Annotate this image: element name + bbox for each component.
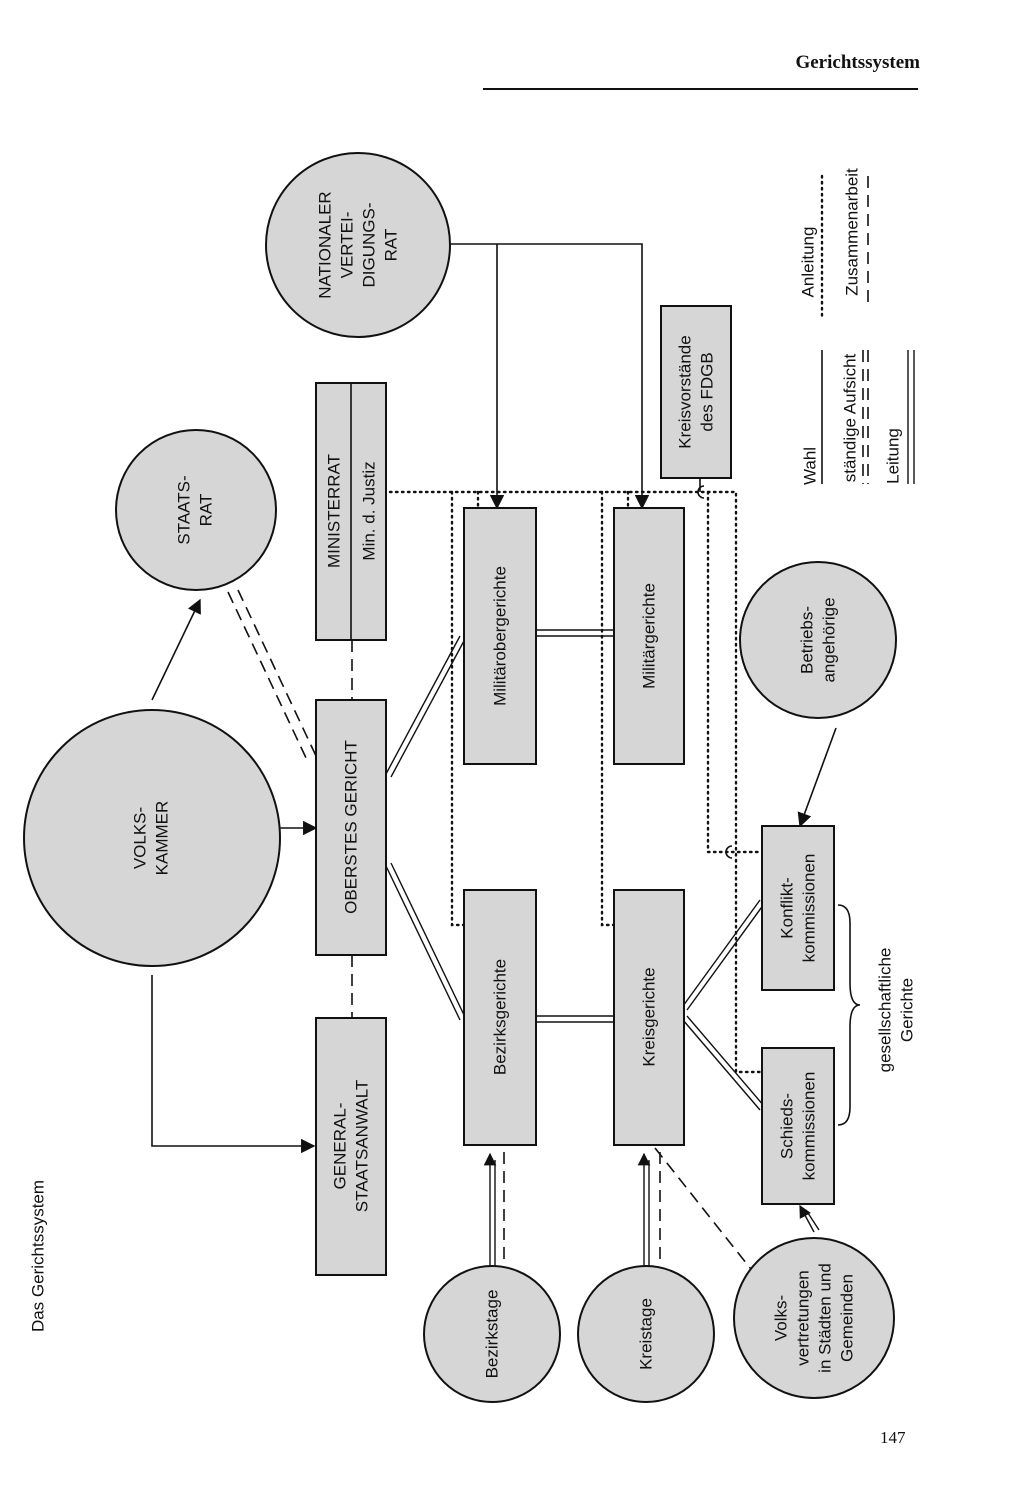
- volkskammer-label-2: KAMMER: [153, 801, 172, 876]
- legend-wahl: Wahl: [801, 350, 823, 485]
- konflikt-label-2: kommissionen: [800, 854, 819, 963]
- connector-og-militaerobergerichte-a: [385, 635, 461, 775]
- connector-kg-konflikt-b: [686, 903, 765, 1011]
- min-justiz-label: Min. d. Justiz: [360, 461, 379, 560]
- node-militaergerichte: Militärgerichte: [613, 507, 685, 765]
- connector-staatsrat-oberstes-gericht-b: [237, 589, 318, 759]
- konflikt-label-1: Konflikt-: [778, 877, 797, 938]
- connector-og-bezirksgerichte-a: [385, 865, 461, 1021]
- page-number: 147: [880, 1428, 906, 1447]
- connectors: [151, 243, 861, 1279]
- legend-zusammenarbeit-label: Zusammenarbeit: [843, 168, 862, 296]
- header-rule: [483, 88, 918, 90]
- node-volksvertretungen: Volks- vertretungen in Städten und Gemei…: [733, 1237, 895, 1399]
- connector-staatsrat-oberstes-gericht-a: [227, 591, 308, 761]
- nvr-label-2: VERTEI-: [338, 212, 357, 279]
- connector-betriebsangehoerige-konfliktkommissionen: [797, 727, 837, 828]
- group-label-1: gesellschaftliche: [876, 948, 895, 1073]
- bezirksgerichte-label: Bezirksgerichte: [491, 959, 510, 1075]
- connector-nvr-militaergerichte: [436, 243, 650, 510]
- nvr-label-4: RAT: [382, 229, 401, 262]
- ministerrat-label: MINISTERRAT: [325, 454, 344, 568]
- nvr-label-3: DIGUNGS-: [360, 203, 379, 288]
- connector-volkskammer-generalstaatsanwalt: [151, 975, 316, 1154]
- node-bezirksgerichte: Bezirksgerichte: [463, 889, 537, 1146]
- node-militaerobergerichte: Militärobergerichte: [463, 507, 537, 765]
- node-kreistage: Kreistage: [577, 1265, 715, 1403]
- staatsrat-label-1: STAATS-: [175, 475, 194, 544]
- connector-anleitung-bezirksgerichte: [450, 490, 466, 927]
- legend-staendige-aufsicht: ständige Aufsicht: [841, 350, 869, 484]
- node-bezirkstage: Bezirkstage: [423, 1265, 561, 1403]
- connector-volkskammer-staatsrat: [151, 598, 201, 701]
- militaergerichte-label: Militärgerichte: [640, 583, 659, 689]
- diagram-title: Das Gerichtssystem: [29, 1180, 48, 1332]
- connector-og-militaerobergerichte-b: [390, 638, 466, 778]
- connector-kg-schieds-b: [686, 1015, 765, 1107]
- legend-aufsicht-label: ständige Aufsicht: [841, 353, 860, 482]
- kreistage-label: Kreistage: [637, 1298, 656, 1370]
- legend-leitung: Leitung: [884, 350, 915, 484]
- connector-anleitung-kreisgerichte: [600, 490, 616, 927]
- militaerobergerichte-label: Militärobergerichte: [491, 566, 510, 706]
- node-konfliktkommissionen: Konflikt- kommissionen: [761, 825, 835, 991]
- node-oberstes-gericht: OBERSTES GERICHT: [315, 699, 387, 956]
- legend-anleitung: Anleitung: [799, 174, 824, 320]
- node-kreisgerichte: Kreisgerichte: [613, 889, 685, 1146]
- node-betriebsangehoerige: Betriebs- angehörige: [739, 561, 897, 719]
- connector-kg-konflikt-a: [682, 899, 761, 1007]
- legend-anleitung-label: Anleitung: [799, 227, 818, 298]
- brace-gesellschaftliche-gerichte: [837, 904, 861, 1126]
- connector-og-bezirksgerichte-b: [390, 862, 466, 1018]
- volksvertretungen-label-2: vertretungen: [794, 1270, 813, 1365]
- kreisgerichte-label: Kreisgerichte: [640, 967, 659, 1066]
- connector-volksvertretungen-kreisgerichte-dash: [654, 1147, 759, 1279]
- volkskammer-label-1: VOLKS-: [131, 807, 150, 869]
- bezirkstage-label: Bezirkstage: [483, 1290, 502, 1379]
- node-ministerrat: MINISTERRAT Min. d. Justiz: [315, 382, 387, 641]
- fdgb-label-1: Kreisvorstände: [676, 335, 695, 448]
- volksvertretungen-label-4: Gemeinden: [838, 1274, 857, 1362]
- page-header-title: Gerichtssystem: [795, 52, 920, 73]
- connector-ministerrat-anleitung-main: [382, 490, 764, 1074]
- group-label-gesellschaftliche-gerichte: gesellschaftliche Gerichte: [876, 948, 917, 1073]
- node-schiedskommissionen: Schieds- kommissionen: [761, 1047, 835, 1205]
- bridge-mark-middle: [725, 845, 733, 859]
- legend-zusammenarbeit: Zusammenarbeit: [843, 168, 869, 304]
- schieds-label-1: Schieds-: [778, 1093, 797, 1159]
- legend: Wahl ständige Aufsicht Leitung Anleitung: [799, 168, 915, 485]
- legend-wahl-label: Wahl: [801, 447, 820, 485]
- node-nationaler-verteidigungsrat: NATIONALER VERTEI- DIGUNGS- RAT: [265, 152, 451, 338]
- nvr-label-1: NATIONALER: [316, 191, 335, 298]
- connector-volksvertretungen-schieds-b: [805, 1209, 820, 1231]
- bridge-mark-top: [697, 485, 705, 499]
- fdgb-label-2: des FDGB: [698, 352, 717, 431]
- gsa-label-2: STAATSANWALT: [353, 1080, 372, 1213]
- legend-leitung-label: Leitung: [884, 428, 903, 484]
- gsa-label-1: GENERAL-: [331, 1103, 350, 1190]
- volksvertretungen-label-3: in Städten und: [816, 1263, 835, 1373]
- staatsrat-label-2: RAT: [197, 494, 216, 527]
- node-volkskammer: VOLKS- KAMMER: [23, 709, 281, 967]
- node-generalstaatsanwalt: GENERAL- STAATSANWALT: [315, 1017, 387, 1276]
- schieds-label-2: kommissionen: [800, 1072, 819, 1181]
- connector-volksvertretungen-schieds: [799, 1204, 815, 1233]
- betriebsangehoerige-label-1: Betriebs-: [798, 606, 817, 674]
- group-label-2: Gerichte: [898, 978, 917, 1042]
- volksvertretungen-label-1: Volks-: [772, 1295, 791, 1341]
- betriebsangehoerige-label-2: angehörige: [820, 597, 839, 682]
- node-kreisvorstaende-fdgb: Kreisvorstände des FDGB: [660, 305, 732, 479]
- oberstes-gericht-label: OBERSTES GERICHT: [342, 740, 361, 914]
- node-staatsrat: STAATS- RAT: [115, 429, 277, 591]
- connector-anleitung-konflikt: [706, 490, 764, 854]
- diagram-title-text: Das Gerichtssystem: [29, 1180, 48, 1332]
- connector-kg-schieds-a: [682, 1019, 761, 1111]
